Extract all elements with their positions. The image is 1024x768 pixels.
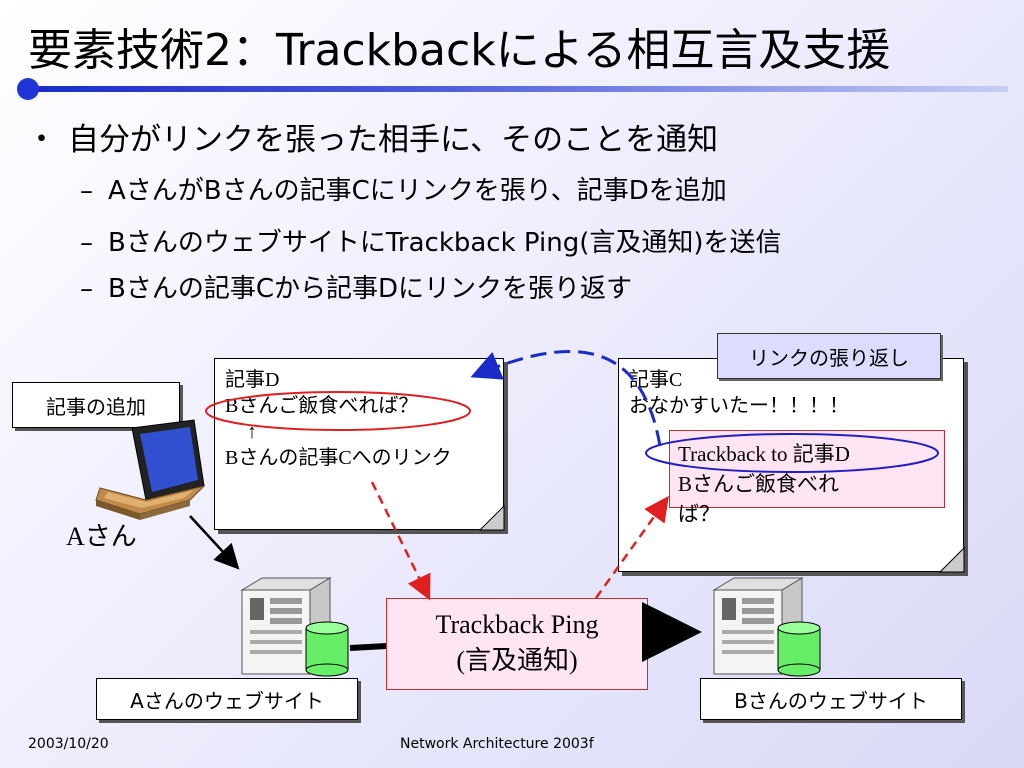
article-d-text: Bさんご飯食べれば？ [225, 395, 419, 417]
article-d-title: 記事D [225, 369, 280, 391]
article-d-arrow: ↑ [247, 421, 257, 443]
main-bullet: ・自分がリンクを張った相手に、そのことを通知 [26, 114, 718, 159]
link-back-label: リンクの張り返し [717, 333, 941, 379]
footer-course: Network Architecture 2003f [400, 736, 594, 752]
ping-deliver-arrow [594, 495, 669, 599]
article-c-fold [938, 546, 965, 573]
site-a-label: Aさんのウェブサイト [96, 678, 358, 720]
site-b-label: Bさんのウェブサイト [700, 678, 962, 720]
trackback-entry-title: Trackback to 記事D [678, 442, 850, 466]
main-bullet-text: 自分がリンクを張った相手に、そのことを通知 [68, 122, 719, 158]
sub-bullet-2: –BさんのウェブサイトにTrackback Ping(言及通知)を送信 [80, 222, 782, 259]
trackback-ping-box: Trackback Ping (言及通知) [386, 598, 648, 690]
article-c-title: 記事C [629, 369, 683, 391]
sub-bullet-text: BさんのウェブサイトにTrackback Ping(言及通知)を送信 [108, 228, 782, 258]
person-a-label: Aさん [66, 522, 137, 551]
sub-bullet-mark: – [80, 228, 93, 258]
highlight-ellipse-blue [645, 433, 939, 473]
sub-bullet-3: –Bさんの記事Cから記事Dにリンクを張り返す [80, 268, 632, 305]
article-d-document: 記事D Bさんご飯食べれば？ ↑ Bさんの記事Cへのリンク [214, 358, 504, 530]
article-d-link-note: Bさんの記事Cへのリンク [225, 447, 452, 469]
bullet-mark: ・ [26, 122, 57, 158]
sub-bullet-mark: – [80, 176, 93, 206]
sub-bullet-1: –AさんがBさんの記事Cにリンクを張り、記事Dを追加 [80, 170, 727, 207]
footer-date: 2003/10/20 [28, 736, 109, 752]
article-d-fold [478, 504, 505, 531]
database-icon [305, 621, 349, 677]
trackback-entry-text-2: ば？ [678, 502, 720, 526]
highlight-ellipse-red [205, 391, 471, 431]
title-dot [17, 78, 39, 100]
sub-bullet-mark: – [80, 274, 93, 304]
ping-box-subtitle: (言及通知) [456, 646, 578, 675]
link-back-arrow [470, 349, 662, 447]
article-c-text: おなかすいたー！！！！ [629, 395, 849, 417]
title-rule [26, 86, 1008, 92]
database-icon [777, 621, 821, 677]
laptop-icon [95, 419, 206, 520]
ping-box-title: Trackback Ping [435, 610, 599, 639]
upload-arrow [189, 515, 240, 570]
site-a-to-ping-line [349, 643, 387, 651]
trackback-entry-text-1: Bさんご飯食べれ [678, 472, 840, 496]
sub-bullet-text: Bさんの記事Cから記事Dにリンクを張り返す [108, 274, 633, 304]
ping-source-arrow [370, 481, 431, 601]
add-article-label: 記事の追加 [12, 382, 180, 428]
sub-bullet-text: AさんがBさんの記事Cにリンクを張り、記事Dを追加 [108, 176, 727, 206]
slide-title: 要素技術2：Trackbackによる相互言及支援 [28, 25, 891, 76]
